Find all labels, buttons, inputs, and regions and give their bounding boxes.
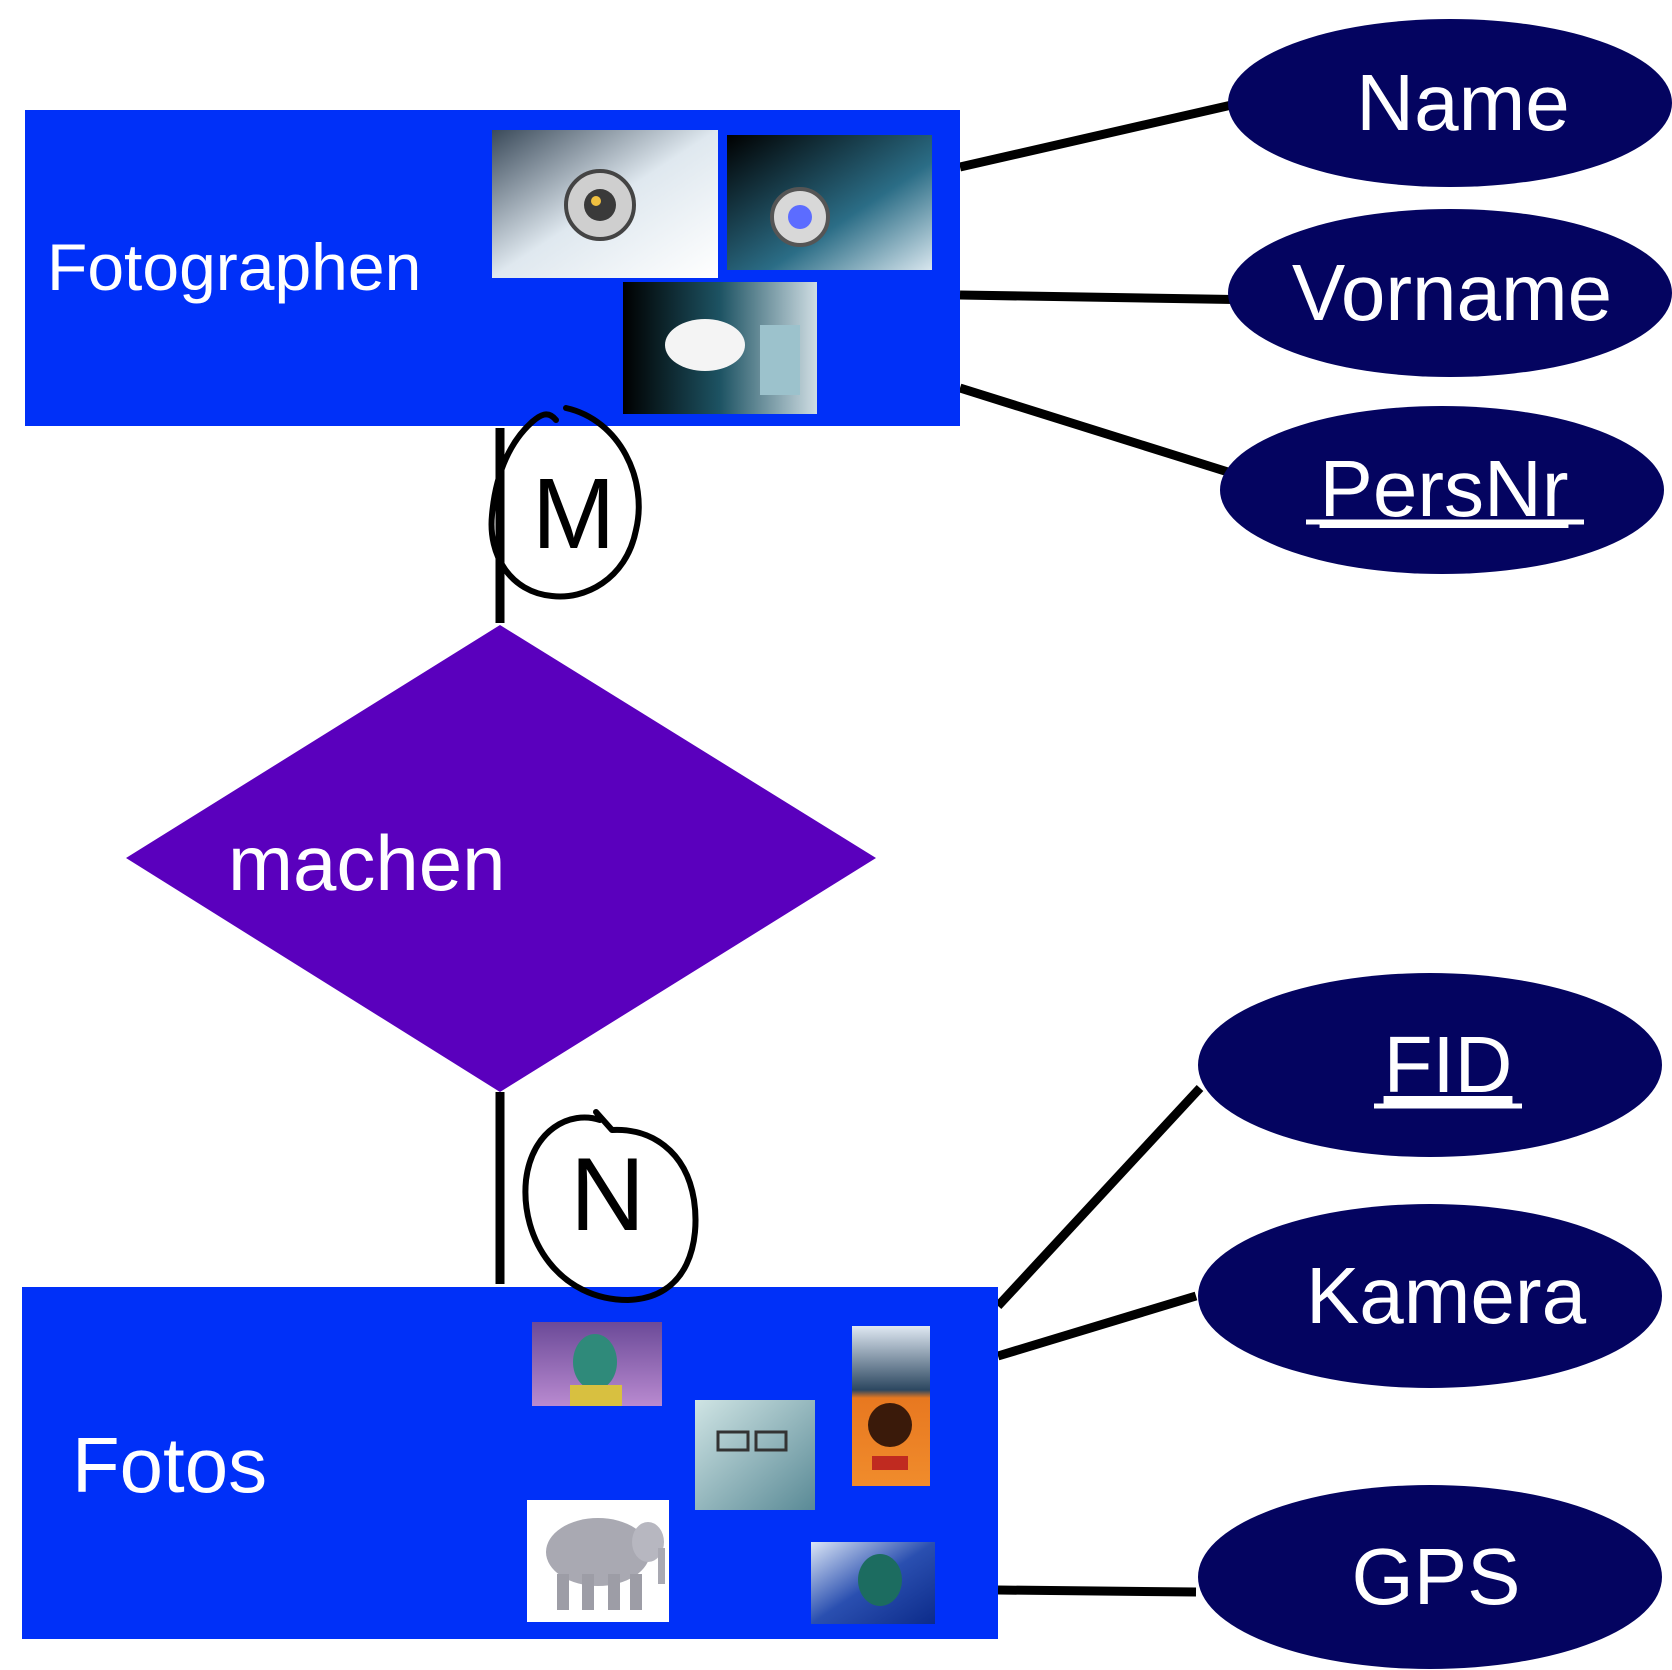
- entity-photographers[interactable]: Fotographen: [25, 110, 960, 426]
- connector-gps: [997, 1585, 1197, 1597]
- photos-thumbnails: [527, 1322, 935, 1624]
- relationship-machen[interactable]: machen: [126, 625, 876, 1092]
- attribute-fid-ellipse: [1198, 973, 1662, 1157]
- photographer-photo: [727, 135, 932, 270]
- attribute-persnr-ellipse: [1220, 406, 1664, 574]
- attribute-gps[interactable]: GPS: [1198, 1485, 1662, 1669]
- attribute-vorname-ellipse: [1228, 209, 1672, 377]
- connector-name: [958, 99, 1238, 172]
- cardinality-n: N: [522, 1109, 699, 1303]
- connector-kamera: [996, 1291, 1198, 1361]
- attribute-gps-ellipse: [1198, 1485, 1662, 1669]
- cardinality-m-label: M: [532, 458, 615, 570]
- elephant-photo: [527, 1500, 669, 1622]
- portrait-photo: [695, 1400, 815, 1510]
- entity-photos[interactable]: Fotos: [22, 1287, 998, 1639]
- relationship-diamond: [126, 625, 876, 1092]
- attribute-name[interactable]: Name: [1228, 19, 1672, 187]
- entity-photographers-label: Fotographen: [47, 230, 421, 304]
- photographer-photo: [623, 282, 817, 414]
- attribute-fid-label: FID: [1384, 1020, 1513, 1109]
- portrait-photo: [532, 1322, 662, 1406]
- attribute-kamera-label: Kamera: [1306, 1251, 1587, 1340]
- poster-photo: [852, 1326, 930, 1486]
- connector-fid: [994, 1084, 1204, 1310]
- attribute-fid[interactable]: FID: [1198, 973, 1662, 1157]
- cardinality-m-circle: [488, 405, 642, 600]
- attribute-vorname[interactable]: Vorname: [1228, 209, 1672, 377]
- attribute-gps-label: GPS: [1352, 1532, 1521, 1621]
- attribute-persnr-label: PersNr: [1320, 444, 1569, 533]
- attribute-vorname-label: Vorname: [1292, 248, 1612, 337]
- photographers-thumbnails: [492, 130, 932, 414]
- attribute-kamera[interactable]: Kamera: [1198, 1204, 1662, 1388]
- photographer-photo: [492, 130, 718, 278]
- cardinality-n-circle: [522, 1109, 699, 1303]
- relationship-label: machen: [228, 819, 506, 907]
- attribute-name-ellipse: [1228, 19, 1672, 187]
- portrait-photo: [811, 1542, 935, 1624]
- connector-persnr: [958, 383, 1230, 477]
- attribute-persnr[interactable]: PersNr: [1220, 406, 1664, 574]
- attribute-name-label: Name: [1356, 58, 1569, 147]
- cardinality-n-label: N: [570, 1137, 645, 1253]
- cardinality-m: M: [488, 405, 642, 600]
- entity-photos-label: Fotos: [72, 1421, 267, 1509]
- attribute-kamera-ellipse: [1198, 1204, 1662, 1388]
- connector-vorname: [959, 290, 1265, 305]
